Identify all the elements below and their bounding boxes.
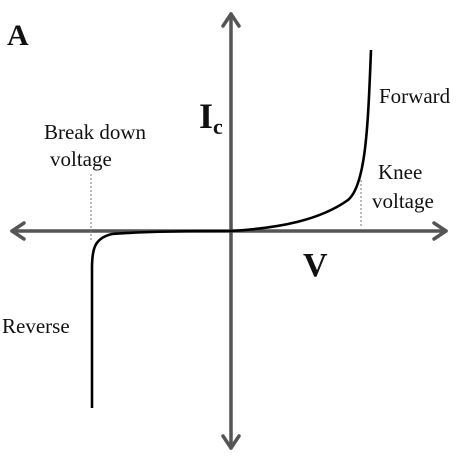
y-axis-top-arrow	[221, 12, 241, 28]
breakdown-label-line1: Break down	[44, 120, 147, 144]
y-axis-label-subscript: c	[213, 114, 223, 139]
forward-label: Forward	[379, 84, 451, 108]
reverse-label: Reverse	[2, 314, 70, 338]
x-axis-label: V	[303, 247, 328, 284]
x-axis-left-arrow	[10, 221, 26, 241]
x-axis-right-arrow	[432, 221, 448, 241]
y-axis-label-main: I	[199, 96, 213, 136]
y-axis-label: Ic	[199, 96, 223, 139]
breakdown-label-line2: voltage	[50, 147, 112, 171]
iv-curve	[90, 49, 373, 408]
knee-label-line1: Knee	[378, 160, 422, 184]
knee-label-line2: voltage	[372, 189, 434, 213]
panel-label: A	[7, 19, 29, 52]
y-axis-bottom-arrow	[221, 434, 241, 450]
